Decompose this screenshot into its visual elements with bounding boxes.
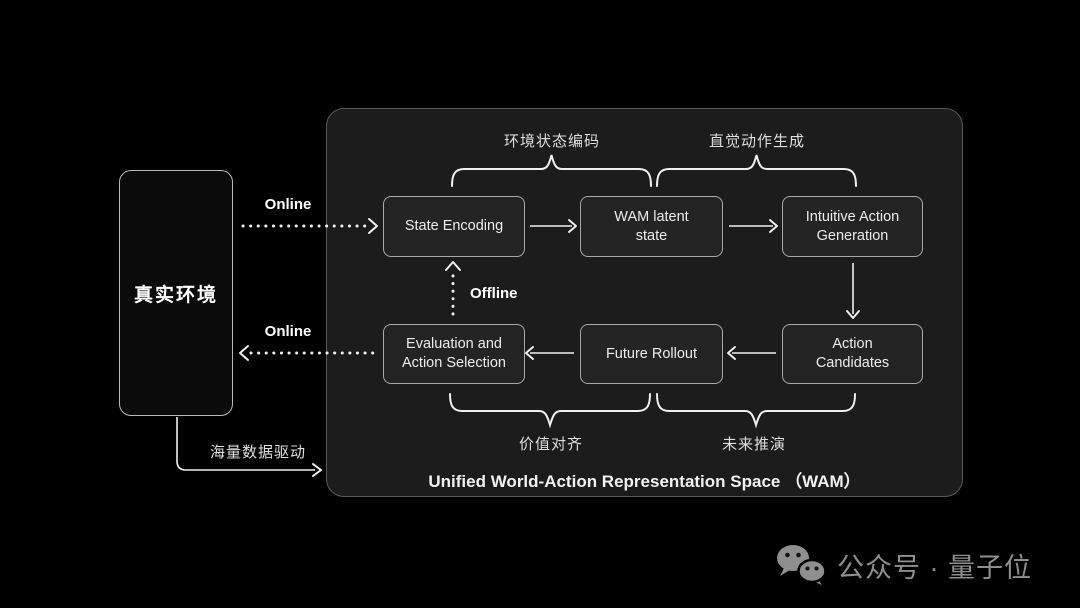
offline-label: Offline	[470, 285, 518, 302]
node-action-candidates-label: Action Candidates	[815, 336, 890, 371]
node-evaluation-action-selection: Evaluation and Action Selection	[383, 324, 525, 384]
node-intuitive-action-generation-label: Intuitive Action Generation	[805, 208, 900, 244]
online-bottom-label: Online	[264, 323, 312, 340]
wechat-watermark-label: 公众号 · 量子位	[837, 552, 1032, 583]
wechat-icon	[777, 545, 827, 585]
online-top-label: Online	[264, 196, 312, 213]
wam-title: Unified World-Action Representation Spac…	[428, 472, 861, 491]
node-future-rollout: Future Rollout	[580, 324, 723, 384]
node-state-encoding-label: State Encoding	[404, 218, 504, 235]
node-evaluation-action-selection-label: Evaluation and Action Selection	[402, 336, 506, 371]
node-action-candidates: Action Candidates	[782, 324, 923, 384]
group-label-state-encoding: 环境状态编码	[503, 133, 601, 150]
group-label-value-alignment: 价值对齐	[518, 436, 584, 453]
real-environment-label: 真实环境	[133, 284, 218, 306]
node-wam-latent-state: WAM latent state	[580, 196, 723, 257]
node-future-rollout-label: Future Rollout	[605, 345, 698, 362]
node-wam-latent-state-label: WAM latent state	[614, 208, 689, 244]
data-flow-label: 海量数据驱动	[209, 444, 307, 461]
group-label-action-generation: 直觉动作生成	[708, 133, 806, 150]
real-environment-box: 真实环境	[119, 170, 233, 416]
node-state-encoding: State Encoding	[383, 196, 525, 257]
wam-container	[326, 108, 963, 497]
group-label-future-rollout: 未来推演	[721, 436, 787, 453]
node-intuitive-action-generation: Intuitive Action Generation	[782, 196, 923, 257]
wechat-watermark: 公众号 · 量子位	[776, 543, 1032, 587]
